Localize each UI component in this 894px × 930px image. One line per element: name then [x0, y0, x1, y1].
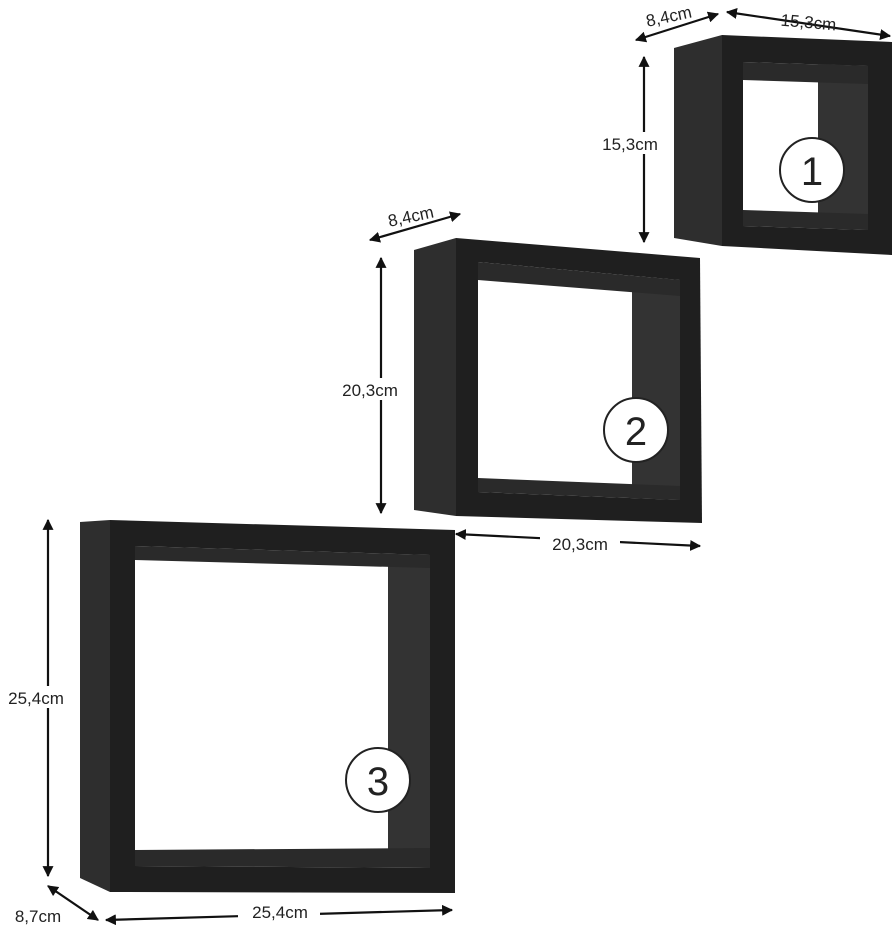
shelf-2-width-dimension: 20,3cm	[454, 528, 702, 554]
shelf-1-depth-label: 8,4cm	[644, 3, 693, 31]
shelf-1-width-label: 15,3cm	[780, 11, 837, 35]
shelf-2-number-badge: 2	[603, 397, 669, 463]
shelf-2: 2	[414, 238, 702, 523]
shelf-3-number: 3	[367, 760, 389, 804]
shelf-1-inner-top	[743, 62, 868, 84]
shelf-3-height-label: 25,4cm	[8, 689, 64, 708]
shelf-3-depth-label: 8,7cm	[15, 907, 61, 926]
shelf-1-side	[674, 35, 722, 246]
shelf-3-side	[80, 520, 110, 892]
shelf-1-inner-bottom	[743, 210, 868, 230]
shelf-3-depth-dimension: 8,7cm	[15, 885, 99, 926]
shelf-1-height-label: 15,3cm	[602, 135, 658, 154]
shelf-1-depth-dimension: 8,4cm	[634, 3, 720, 43]
shelf-3-opening	[135, 546, 430, 868]
shelf-1: 1	[674, 35, 892, 255]
shelf-3-inner-back-right	[388, 554, 430, 868]
shelf-2-height-label: 20,3cm	[342, 381, 398, 400]
shelf-1-number: 1	[801, 150, 823, 194]
shelf-3-width-label: 25,4cm	[252, 903, 308, 922]
shelf-2-inner-top	[478, 262, 680, 296]
shelf-2-inner-bottom	[478, 478, 680, 500]
shelf-2-height-dimension: 20,3cm	[332, 256, 412, 515]
shelf-2-number: 2	[625, 410, 647, 454]
shelf-1-width-dimension: 15,3cm	[725, 8, 892, 40]
shelf-3-width-dimension: 25,4cm	[104, 900, 454, 926]
shelf-1-number-badge: 1	[779, 137, 845, 203]
shelf-2-width-label: 20,3cm	[552, 535, 608, 554]
shelf-3: 3	[80, 520, 455, 893]
shelf-2-depth-label: 8,4cm	[386, 203, 435, 231]
shelf-2-inner-back-right	[632, 276, 680, 500]
shelf-3-inner-bottom	[135, 848, 430, 868]
shelf-3-height-dimension: 25,4cm	[0, 518, 74, 878]
shelf-3-inner-top	[135, 546, 430, 568]
shelf-1-height-dimension: 15,3cm	[592, 55, 668, 244]
shelf-2-side	[414, 238, 456, 516]
shelf-3-number-badge: 3	[345, 747, 411, 813]
shelf-2-depth-dimension: 8,4cm	[368, 203, 462, 243]
